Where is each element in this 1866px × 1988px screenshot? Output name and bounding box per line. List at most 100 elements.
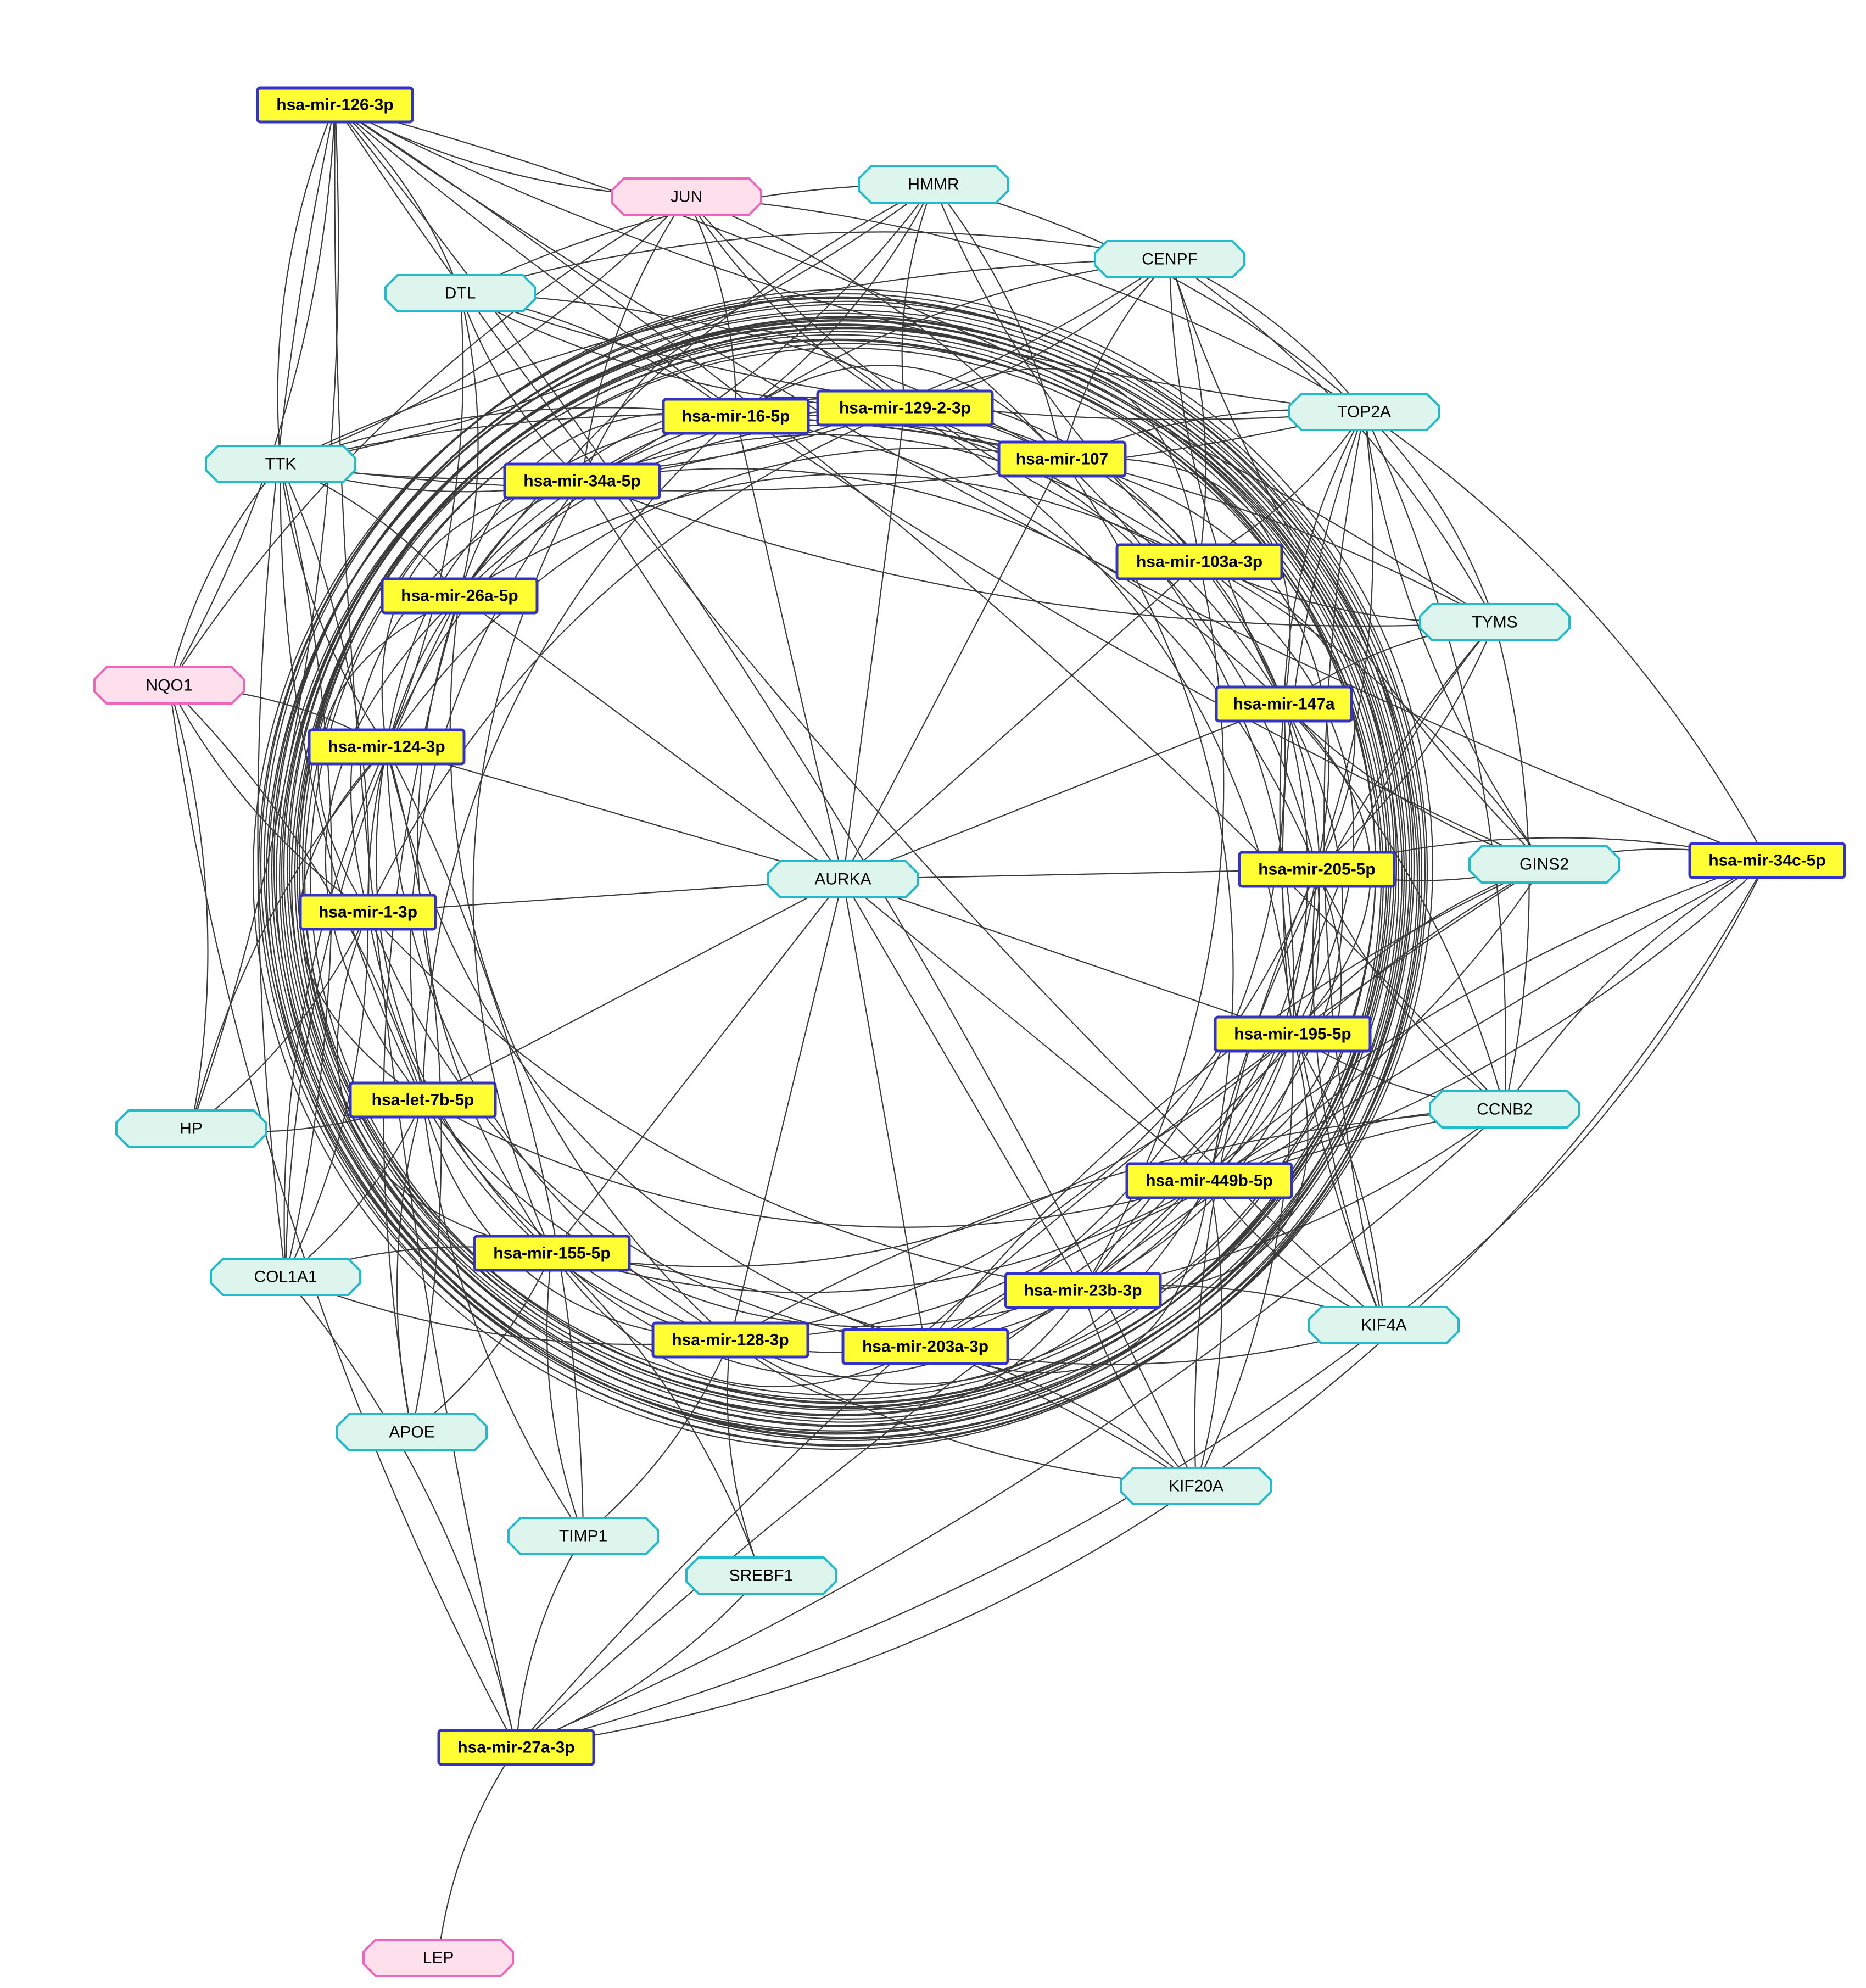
edge: [386, 746, 843, 880]
node-nqo1[interactable]: NQO1: [93, 666, 245, 705]
edge: [257, 104, 336, 1277]
edge: [280, 196, 687, 465]
node-gins2[interactable]: GINS2: [1468, 845, 1620, 884]
edge-ring: [265, 309, 1421, 1447]
node-label: TIMP1: [559, 1527, 607, 1545]
node-tyms[interactable]: TYMS: [1419, 603, 1571, 641]
edge: [582, 184, 934, 482]
node-lep[interactable]: LEP: [362, 1939, 514, 1977]
edge: [735, 415, 1318, 870]
node-m107[interactable]: hsa-mir-107: [997, 440, 1127, 478]
node-m155[interactable]: hsa-mir-155-5p: [473, 1235, 631, 1272]
edge: [842, 879, 1083, 1291]
node-dtl[interactable]: DTL: [384, 274, 536, 312]
node-m23[interactable]: hsa-mir-23b-3p: [1004, 1272, 1162, 1309]
node-let7b[interactable]: hsa-let-7b-5p: [349, 1081, 497, 1119]
edge: [1199, 561, 1545, 865]
node-m26[interactable]: hsa-mir-26a-5p: [381, 577, 539, 615]
node-ccnb2[interactable]: CCNB2: [1429, 1090, 1580, 1129]
edge: [386, 415, 736, 747]
edge: [1316, 869, 1505, 1110]
edge: [551, 1180, 1210, 1293]
mirna-box: [437, 1729, 595, 1766]
mirna-box: [381, 577, 539, 615]
edge: [422, 416, 736, 1101]
edge: [334, 104, 1505, 1110]
node-m103[interactable]: hsa-mir-103a-3p: [1115, 543, 1283, 580]
node-label: NQO1: [146, 677, 192, 695]
node-kif4a[interactable]: KIF4A: [1308, 1306, 1460, 1344]
edge: [686, 196, 737, 417]
node-label: hsa-mir-1-3p: [319, 903, 417, 922]
node-m147[interactable]: hsa-mir-147a: [1215, 685, 1353, 723]
node-srebf1[interactable]: SREBF1: [685, 1556, 837, 1595]
edge: [1383, 860, 1768, 1326]
node-m34c[interactable]: hsa-mir-34c-5p: [1688, 842, 1846, 879]
mirna-box: [1214, 1015, 1372, 1053]
edge: [1169, 259, 1284, 705]
edge: [546, 1253, 584, 1537]
node-m128[interactable]: hsa-mir-128-3p: [651, 1321, 809, 1359]
node-label: hsa-mir-23b-3p: [1024, 1282, 1142, 1300]
node-col1a1[interactable]: COL1A1: [210, 1258, 361, 1296]
edges-layer: [168, 104, 1768, 1958]
node-m1[interactable]: hsa-mir-1-3p: [299, 894, 437, 931]
node-m195[interactable]: hsa-mir-195-5p: [1214, 1015, 1372, 1053]
edge: [1316, 411, 1374, 870]
mirna-box: [997, 440, 1127, 478]
node-label: hsa-mir-27a-3p: [457, 1739, 574, 1757]
node-cenpf[interactable]: CENPF: [1094, 240, 1245, 278]
edge-ring: [252, 297, 1423, 1450]
node-m34a[interactable]: hsa-mir-34a-5p: [503, 462, 661, 500]
node-m205[interactable]: hsa-mir-205-5p: [1238, 851, 1396, 888]
edge: [280, 464, 370, 913]
node-kif20a[interactable]: KIF20A: [1120, 1467, 1272, 1505]
hub-octagon: [93, 666, 245, 705]
edge: [730, 1108, 1505, 1341]
mirna-box: [299, 894, 437, 931]
edge-ring: [273, 304, 1413, 1426]
node-m124[interactable]: hsa-mir-124-3p: [308, 728, 466, 766]
edge: [582, 481, 843, 880]
mirna-box: [308, 728, 466, 766]
edge: [842, 879, 926, 1347]
gene-octagon: [767, 860, 919, 898]
edge: [686, 196, 906, 409]
node-hmmr[interactable]: HMMR: [858, 165, 1009, 204]
node-label: hsa-mir-16-5p: [682, 407, 790, 426]
edge: [1312, 869, 1385, 1326]
edge: [285, 1099, 424, 1277]
node-top2a[interactable]: TOP2A: [1288, 393, 1440, 431]
edge: [582, 434, 1200, 562]
edge: [422, 1099, 1083, 1327]
node-m203[interactable]: hsa-mir-203a-3p: [841, 1328, 1009, 1365]
node-m449[interactable]: hsa-mir-449b-5p: [1125, 1162, 1293, 1199]
edge: [1316, 622, 1496, 870]
edge: [169, 196, 687, 686]
edge: [168, 685, 517, 1748]
node-jun[interactable]: JUN: [611, 177, 762, 216]
edge: [516, 1325, 1384, 1749]
gene-octagon: [384, 274, 536, 312]
edge: [1283, 703, 1506, 1110]
node-label: CCNB2: [1477, 1101, 1533, 1119]
node-hp[interactable]: HP: [115, 1109, 267, 1148]
mirna-box: [1688, 842, 1846, 879]
node-label: hsa-mir-34a-5p: [523, 472, 640, 490]
edge: [367, 912, 926, 1348]
node-label: TOP2A: [1337, 403, 1391, 421]
node-aurka[interactable]: AURKA: [767, 860, 919, 898]
edge: [459, 423, 1063, 596]
node-m27[interactable]: hsa-mir-27a-3p: [437, 1729, 595, 1766]
edge: [1169, 259, 1206, 562]
edge: [1061, 259, 1170, 460]
gene-octagon: [1308, 1306, 1460, 1344]
node-apoe[interactable]: APOE: [336, 1413, 488, 1451]
node-timp1[interactable]: TIMP1: [507, 1517, 659, 1555]
node-m126[interactable]: hsa-mir-126-3p: [256, 86, 414, 124]
node-ttk[interactable]: TTK: [205, 445, 356, 483]
edge: [459, 293, 583, 482]
node-m16[interactable]: hsa-mir-16-5p: [662, 398, 810, 435]
node-m129[interactable]: hsa-mir-129-2-3p: [816, 389, 994, 427]
edge: [1209, 703, 1343, 1181]
